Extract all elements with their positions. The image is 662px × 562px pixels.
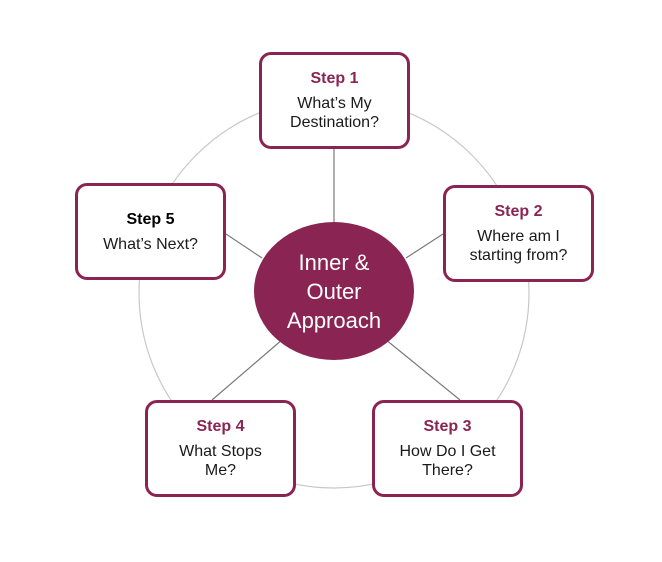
step-1-title: Step 1 bbox=[310, 70, 359, 87]
center-label: Inner & Outer Approach bbox=[286, 249, 382, 333]
step-5-box: Step 5 What’s Next? bbox=[75, 183, 226, 280]
step-1-description: What’s My Destination? bbox=[290, 95, 379, 131]
center-circle: Inner & Outer Approach bbox=[254, 222, 414, 360]
connector-step-2 bbox=[405, 233, 444, 259]
step-4-description: What Stops Me? bbox=[179, 443, 262, 479]
step-3-description: How Do I Get There? bbox=[399, 443, 496, 479]
step-5-description: What’s Next? bbox=[103, 235, 198, 253]
step-3-box: Step 3 How Do I Get There? bbox=[372, 400, 523, 497]
connector-step-3 bbox=[384, 338, 461, 401]
connector-step-4 bbox=[211, 338, 284, 401]
step-4-box: Step 4 What Stops Me? bbox=[145, 400, 296, 497]
step-4-title: Step 4 bbox=[196, 418, 245, 435]
step-2-description: Where am I starting from? bbox=[469, 228, 568, 264]
step-1-box: Step 1 What’s My Destination? bbox=[259, 52, 410, 149]
step-3-title: Step 3 bbox=[423, 418, 472, 435]
step-2-box: Step 2 Where am I starting from? bbox=[443, 185, 594, 282]
step-5-title: Step 5 bbox=[126, 210, 175, 228]
step-2-title: Step 2 bbox=[494, 203, 543, 220]
connector-step-5 bbox=[225, 233, 263, 259]
